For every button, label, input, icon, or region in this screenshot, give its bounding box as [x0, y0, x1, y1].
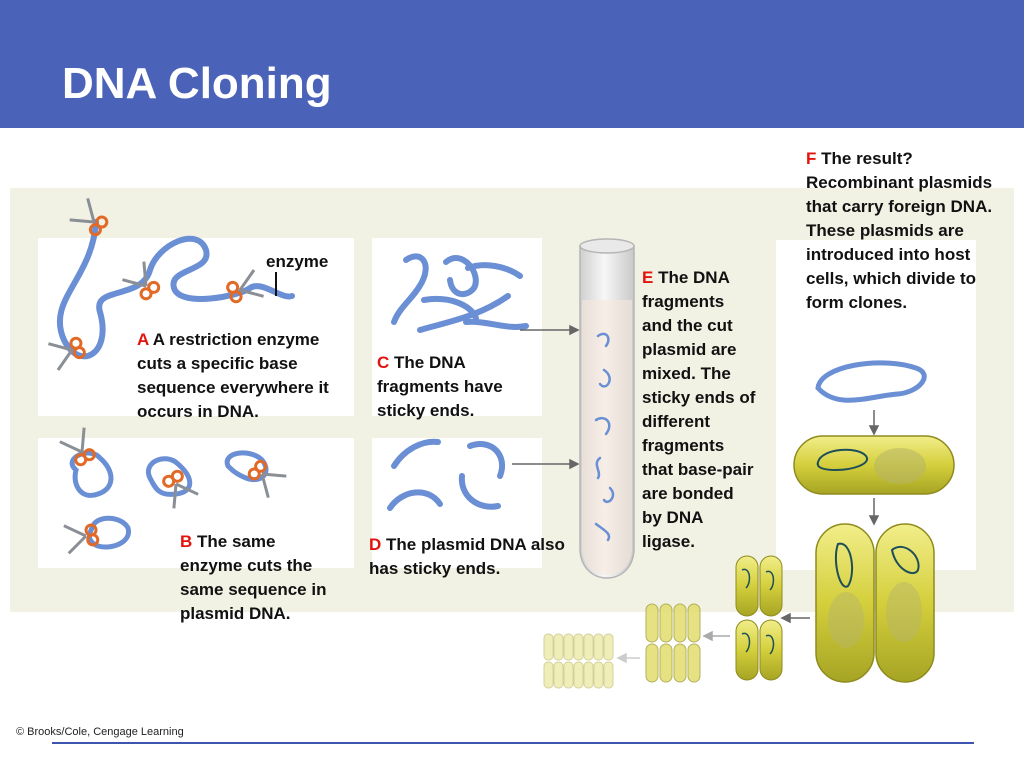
- cut-plasmids-d: [387, 438, 505, 511]
- step-c-letter: C: [377, 353, 390, 372]
- panel-f: [776, 240, 976, 570]
- test-tube: [579, 238, 635, 579]
- step-c-text: The DNA fragments have sticky ends.: [377, 353, 503, 420]
- scissors-icon: [156, 465, 200, 510]
- footer-divider: [52, 742, 974, 744]
- recombinant-plasmid: [815, 360, 927, 403]
- step-d-text: The plasmid DNA also has sticky ends.: [369, 535, 565, 578]
- arrow-right-icon: [512, 458, 580, 470]
- slide-title: DNA Cloning: [62, 59, 332, 108]
- step-f-text: The result? Recombinant plasmids that ca…: [806, 149, 993, 312]
- step-f-label: F The result? Recombinant plasmids that …: [806, 147, 996, 315]
- step-a-label: A A restriction enzyme cuts a specific b…: [137, 328, 353, 424]
- enzyme-label: enzyme: [266, 252, 329, 271]
- cell-cluster-small: [543, 633, 614, 689]
- step-d-letter: D: [369, 535, 382, 554]
- step-c-label: C The DNA fragments have sticky ends.: [377, 351, 542, 423]
- step-e-text: The DNA fragments and the cut plasmid ar…: [642, 268, 756, 551]
- step-a-letter: A: [137, 330, 149, 349]
- arrow-left-icon: [780, 612, 810, 624]
- step-e-letter: E: [642, 268, 654, 287]
- arrow-down-icon: [868, 410, 880, 436]
- step-b-text: The same enzyme cuts the same sequence i…: [180, 532, 327, 623]
- cell-cluster-medium: [645, 603, 701, 683]
- four-cells: [735, 555, 783, 681]
- scissors-icon: [46, 331, 89, 372]
- scissors-icon: [58, 426, 102, 471]
- step-b-label: B The same enzyme cuts the same sequence…: [180, 530, 340, 626]
- arrow-left-icon: [616, 652, 640, 664]
- arrow-down-icon: [868, 498, 880, 526]
- copyright-notice: © Brooks/Cole, Cengage Learning: [16, 726, 184, 738]
- scissors-icon: [62, 518, 101, 555]
- step-e-label: E The DNA fragments and the cut plasmid …: [642, 266, 758, 554]
- scissors-icon: [68, 196, 113, 242]
- title-bar: [0, 0, 1024, 128]
- step-f-letter: F: [806, 149, 817, 168]
- step-a-text: A restriction enzyme cuts a specific bas…: [137, 330, 329, 421]
- arrow-right-icon: [520, 324, 580, 336]
- dna-fragments-c: [391, 253, 529, 333]
- host-cell: [793, 435, 955, 495]
- dividing-cells: [815, 523, 935, 683]
- step-d-label: D The plasmid DNA also has sticky ends.: [369, 533, 569, 581]
- arrow-left-icon: [702, 630, 730, 642]
- dna-strand-a: [56, 219, 295, 360]
- step-b-letter: B: [180, 532, 193, 551]
